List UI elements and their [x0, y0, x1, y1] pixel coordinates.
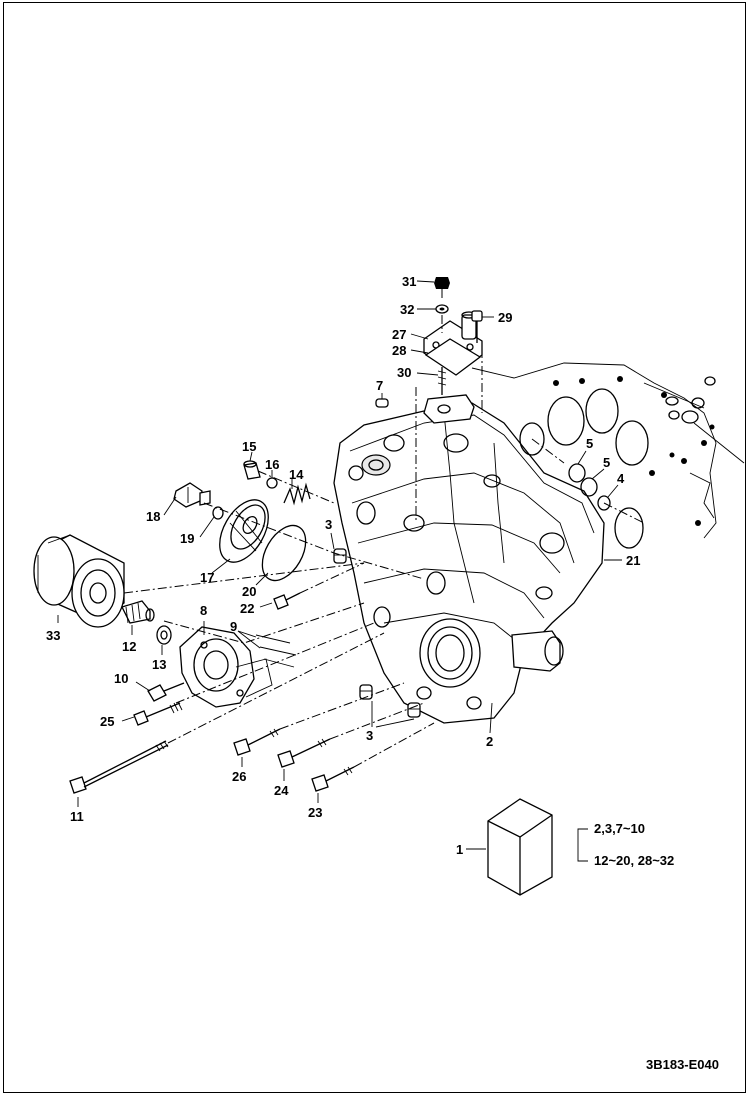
- dowel-pin-upper: [333, 548, 347, 564]
- callout-11: 11: [70, 809, 84, 824]
- callout-8: 8: [200, 603, 207, 618]
- callout-1: 1: [456, 842, 463, 857]
- dowel-pin-lower-b: [407, 702, 421, 718]
- plug-part-18: [173, 482, 211, 508]
- kit-legend-line-2: 12~20, 28~32: [594, 853, 675, 868]
- callout-26: 26: [232, 769, 246, 784]
- callout-12: 12: [122, 639, 136, 654]
- callout-23: 23: [308, 805, 322, 820]
- figure-code: 3B183-E040: [646, 1057, 719, 1072]
- callout-20: 20: [242, 584, 256, 599]
- callout-28: 28: [392, 343, 406, 358]
- bolt-part-11: [69, 740, 169, 794]
- callout-33: 33: [46, 628, 60, 643]
- callout-18: 18: [146, 509, 160, 524]
- callout-labels: 31 32 29 27 28 30 7 5 5 4 21 2 3 3 15 16…: [46, 274, 640, 857]
- callout-3-lower: 3: [366, 728, 373, 743]
- plug-part-7: [375, 398, 389, 408]
- bolt-part-22: [273, 592, 301, 610]
- callout-32: 32: [400, 302, 414, 317]
- callout-22: 22: [240, 601, 254, 616]
- o-ring-part-5b: [580, 477, 598, 497]
- leader-lines: [57, 280, 622, 807]
- callout-3-upper: 3: [325, 517, 332, 532]
- o-ring-part-4: [597, 495, 611, 511]
- washer-part-13: [156, 625, 172, 645]
- callout-13: 13: [152, 657, 166, 672]
- callout-7: 7: [376, 378, 383, 393]
- gasket-part-20: [261, 524, 307, 582]
- assembly-center-lines: [123, 289, 645, 768]
- diagram-canvas: 31 32 29 27 28 30 7 5 5 4 21 2 3 3 15 16…: [33, 274, 745, 896]
- bolt-part-24: [277, 738, 331, 768]
- exploded-parts-diagram: 31 32 29 27 28 30 7 5 5 4 21 2 3 3 15 16…: [3, 2, 746, 1093]
- gear-case-housing: [333, 394, 605, 724]
- top-cover-assembly: [423, 311, 483, 376]
- callout-17: 17: [200, 570, 214, 585]
- oil-pump-body-part-8: [179, 626, 297, 708]
- bolt-part-23: [311, 766, 355, 792]
- pump-cover-part-17: [219, 499, 269, 563]
- spring-part-14: [283, 482, 311, 506]
- oil-filter-part-33: [33, 534, 125, 628]
- callout-10: 10: [114, 671, 128, 686]
- bolt-part-10: [147, 682, 185, 702]
- washer-part-32: [435, 304, 449, 314]
- callout-5a: 5: [586, 436, 593, 451]
- callout-31: 31: [402, 274, 416, 289]
- o-ring-large-right: [519, 422, 545, 456]
- callout-2: 2: [486, 734, 493, 749]
- kit-legend-line-1: 2,3,7~10: [594, 821, 645, 836]
- callout-14: 14: [289, 467, 304, 482]
- bolt-part-29: [471, 310, 483, 343]
- callout-27: 27: [392, 327, 406, 342]
- callout-9: 9: [230, 619, 237, 634]
- callout-24: 24: [274, 783, 289, 798]
- nut-part-31: [434, 277, 450, 289]
- o-ring-part-19: [212, 506, 224, 520]
- callout-16: 16: [265, 457, 279, 472]
- callout-5b: 5: [603, 455, 610, 470]
- ball-part-16: [266, 477, 278, 489]
- callout-4: 4: [617, 471, 625, 486]
- engine-block-outline: [471, 362, 745, 549]
- valve-sleeve-part-15: [243, 460, 261, 480]
- o-ring-part-5a: [568, 463, 586, 483]
- stud-part-30: [437, 367, 447, 395]
- callout-29: 29: [498, 310, 512, 325]
- callout-15: 15: [242, 439, 256, 454]
- callout-21: 21: [626, 553, 640, 568]
- dowel-pin-lower-a: [359, 684, 373, 700]
- bolt-part-26: [233, 728, 281, 756]
- bolt-part-25: [133, 701, 183, 726]
- callout-25: 25: [100, 714, 114, 729]
- callout-19: 19: [180, 531, 194, 546]
- kit-box-part-1: [466, 798, 588, 896]
- nipple-part-12: [121, 600, 155, 624]
- callout-30: 30: [397, 365, 411, 380]
